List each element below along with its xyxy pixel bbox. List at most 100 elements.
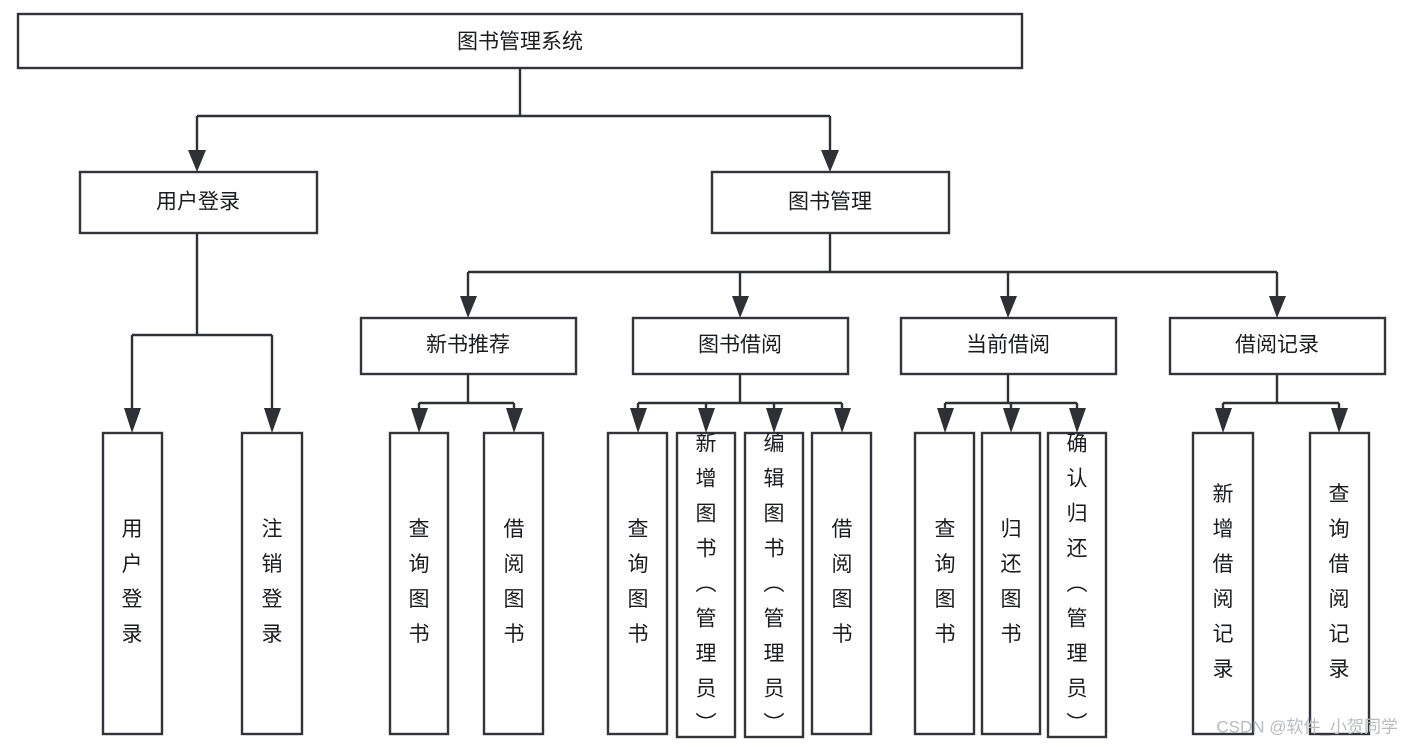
arrow-to-leaf-user-login: [124, 408, 141, 433]
vertical-label-char: 查: [409, 518, 430, 541]
node-root[interactable]: 图书管理系统: [16, 12, 1024, 70]
node-leaf-user-login[interactable]: 用户登录: [101, 431, 164, 736]
arrow-to-leaf-borrow-book-a: [506, 408, 523, 433]
node-book-borrow-box[interactable]: [631, 316, 850, 376]
node-new-book-recommend-box[interactable]: [359, 316, 578, 376]
vertical-label-char: 认: [1067, 468, 1088, 491]
arrow-to-new-book-recommend: [460, 296, 477, 318]
vertical-label-char: 查: [1329, 483, 1350, 506]
vertical-label-char: 录: [1213, 658, 1234, 681]
arrow-to-leaf-query-book-a: [411, 408, 428, 433]
vertical-label-char: ︶: [764, 713, 785, 736]
vertical-label-char: 录: [262, 623, 283, 646]
vertical-label-char: 辑: [764, 468, 785, 491]
vertical-label-char: 借: [832, 518, 853, 541]
vertical-label-char: 图: [1001, 588, 1022, 611]
node-leaf-query-book-a-box[interactable]: [388, 431, 450, 736]
vertical-label-char: 理: [764, 643, 785, 666]
csdn-watermark: CSDN @软件_小贺同学: [1216, 717, 1398, 736]
vertical-label-char: 登: [122, 588, 143, 611]
vertical-label-char: 还: [1067, 538, 1088, 561]
arrow-to-leaf-confirm-return: [1069, 408, 1086, 433]
node-leaf-return-book-box[interactable]: [980, 431, 1042, 736]
arrow-to-leaf-logout: [264, 408, 281, 433]
arrow-to-book-borrow: [732, 296, 749, 318]
node-leaf-confirm-return-box[interactable]: [1046, 431, 1108, 739]
node-leaf-query-record-box[interactable]: [1308, 431, 1371, 736]
node-current-borrow-box[interactable]: [899, 316, 1118, 376]
arrow-to-leaf-add-book: [698, 408, 715, 433]
vertical-label-char: 录: [1329, 658, 1350, 681]
node-root-label: 图书管理系统: [457, 31, 583, 54]
vertical-label-char: 员: [696, 678, 717, 701]
vertical-label-char: 登: [262, 588, 283, 611]
vertical-label-char: ︵: [1067, 573, 1088, 596]
node-leaf-user-login-label: 用户登录: [122, 518, 143, 646]
node-book-borrow[interactable]: 图书借阅: [631, 316, 850, 376]
node-borrow-record-label: 借阅记录: [1235, 334, 1319, 357]
vertical-label-char: ︶: [696, 713, 717, 736]
node-borrow-record[interactable]: 借阅记录: [1168, 316, 1387, 376]
vertical-label-char: 新: [1213, 483, 1234, 506]
node-leaf-logout-box[interactable]: [240, 431, 304, 736]
vertical-label-char: 记: [1213, 623, 1234, 646]
node-leaf-user-login-box[interactable]: [101, 431, 164, 736]
node-book-manage[interactable]: 图书管理: [710, 170, 951, 235]
node-root-box[interactable]: [16, 12, 1024, 70]
vertical-label-char: 用: [122, 518, 143, 541]
vertical-label-char: 询: [935, 553, 956, 576]
vertical-label-char: 阅: [832, 553, 853, 576]
vertical-label-char: 理: [1067, 643, 1088, 666]
node-new-book-recommend[interactable]: 新书推荐: [359, 316, 578, 376]
node-leaf-query-book-c-box[interactable]: [913, 431, 976, 736]
vertical-label-char: 书: [628, 623, 649, 646]
vertical-label-char: 增: [696, 468, 717, 491]
connector-layer: [124, 68, 1348, 433]
arrow-to-borrow-record: [1269, 296, 1286, 318]
vertical-label-char: 图: [409, 588, 430, 611]
node-borrow-record-box[interactable]: [1168, 316, 1387, 376]
node-leaf-borrow-book-b-box[interactable]: [810, 431, 873, 736]
vertical-label-char: 借: [1213, 553, 1234, 576]
vertical-label-char: 书: [832, 623, 853, 646]
node-leaf-add-book-box[interactable]: [675, 431, 737, 739]
vertical-label-char: 图: [504, 588, 525, 611]
arrow-to-book-manage: [821, 150, 839, 172]
node-leaf-edit-book-box[interactable]: [743, 431, 805, 739]
node-leaf-query-book-b-box[interactable]: [606, 431, 669, 736]
arrow-to-user-login: [188, 150, 206, 172]
vertical-label-char: 图: [628, 588, 649, 611]
node-current-borrow[interactable]: 当前借阅: [899, 316, 1118, 376]
vertical-label-char: 录: [122, 623, 143, 646]
node-leaf-borrow-book-a-box[interactable]: [482, 431, 545, 736]
node-leaf-add-record-box[interactable]: [1191, 431, 1255, 736]
node-book-manage-box[interactable]: [710, 170, 951, 235]
vertical-label-char: 图: [696, 503, 717, 526]
arrow-to-leaf-edit-book: [766, 408, 783, 433]
vertical-label-char: 注: [262, 518, 283, 541]
node-user-login-box[interactable]: [78, 170, 319, 235]
node-book-borrow-label: 图书借阅: [698, 334, 782, 357]
node-user-login[interactable]: 用户登录: [78, 170, 319, 235]
